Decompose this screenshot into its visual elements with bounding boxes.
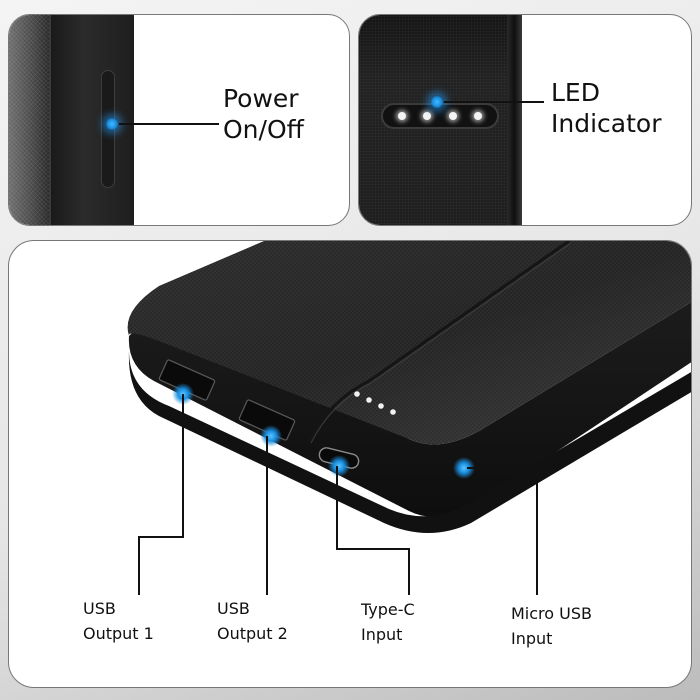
led-label-line1: LED xyxy=(551,78,600,107)
led-dot-icon xyxy=(448,112,457,120)
callout-usb-output-1: USB Output 1 xyxy=(83,597,154,647)
led-highlight-icon xyxy=(430,95,444,109)
callout-micro-usb-input-line1: Micro USB xyxy=(511,604,592,623)
power-bank-top-edge xyxy=(507,15,522,225)
callout-micro-usb-input: Micro USB Input xyxy=(511,602,592,652)
callout-usb-output-2-line2: Output 2 xyxy=(217,623,288,643)
power-label-line2: On/Off xyxy=(223,115,304,145)
power-button-panel: Power On/Off xyxy=(8,14,350,226)
power-bank-photo xyxy=(127,241,691,595)
callout-type-c-input-line2: Input xyxy=(361,624,403,644)
led-label-line2: Indicator xyxy=(551,109,662,139)
callout-usb-output-1-line1: USB xyxy=(83,599,116,618)
led-callout-line xyxy=(444,101,544,103)
led-dot-icon xyxy=(423,112,432,120)
led-label: LED Indicator xyxy=(551,77,661,140)
ports-panel: USB Output 1 USB Output 2 Type-C Input M… xyxy=(8,240,692,688)
power-label-line1: Power xyxy=(223,84,299,113)
power-label: Power On/Off xyxy=(223,83,304,146)
callout-usb-output-1-line2: Output 1 xyxy=(83,623,154,643)
callout-type-c-input: Type-C Input xyxy=(361,598,415,648)
callout-type-c-input-line1: Type-C xyxy=(361,600,415,619)
callout-micro-usb-input-line2: Input xyxy=(511,628,553,648)
callout-usb-output-2: USB Output 2 xyxy=(217,597,288,647)
led-indicator-panel: LED Indicator xyxy=(358,14,692,226)
power-bank-side-edge xyxy=(49,15,134,225)
power-highlight-icon xyxy=(105,117,119,131)
power-callout-line xyxy=(119,123,219,125)
led-dot-icon xyxy=(474,112,483,120)
led-dot-icon xyxy=(397,112,406,120)
callout-usb-output-2-line1: USB xyxy=(217,599,250,618)
